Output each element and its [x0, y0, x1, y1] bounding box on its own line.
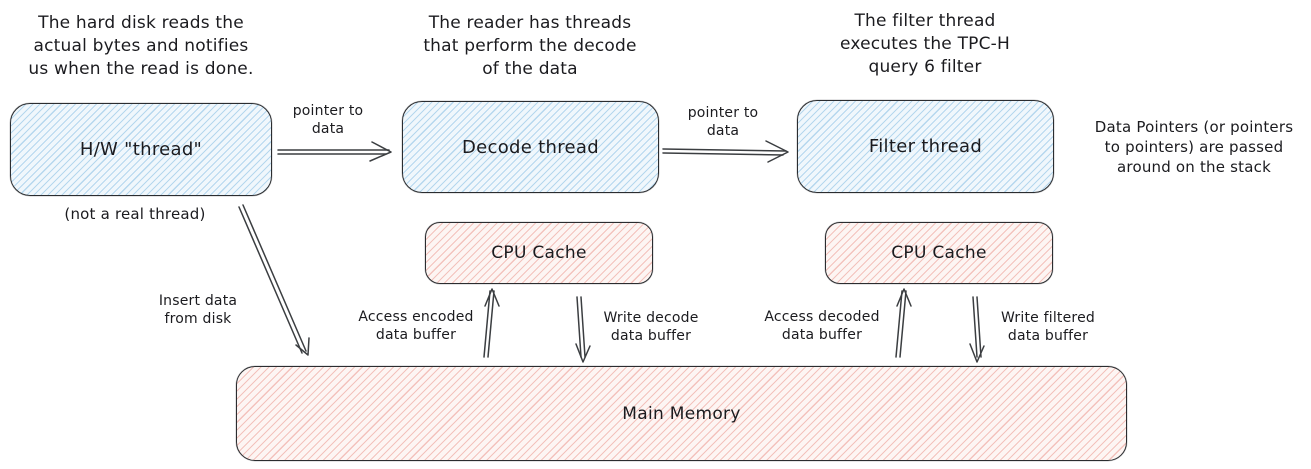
note-filter: The filter thread executes the TPC-H que… [840, 11, 1010, 77]
edge-label-access-encoded: Access encoded data buffer [358, 309, 474, 343]
filter-thread-label: Filter thread [868, 136, 983, 157]
filter-thread-box: Filter thread [797, 100, 1054, 193]
note-not-real-thread: (not a real thread) [64, 205, 206, 223]
arrow-cache-left-to-memory [575, 296, 591, 363]
hw-thread-box: H/W "thread" [10, 103, 272, 196]
arrow-cache-right-to-memory [969, 296, 985, 363]
arrow-memory-to-cache-left [483, 288, 500, 358]
edge-label-write-filtered: Write filtered data buffer [1001, 310, 1095, 344]
main-memory-box: Main Memory [236, 366, 1127, 461]
arrow-hw-to-decode [277, 141, 392, 162]
edge-label-access-decoded: Access decoded data buffer [764, 309, 880, 343]
note-reader: The reader has threads that perform the … [423, 13, 637, 79]
arrow-hw-to-memory [238, 204, 310, 356]
note-hard-disk: The hard disk reads the actual bytes and… [28, 13, 254, 79]
note-data-pointers: Data Pointers (or pointers to pointers) … [1094, 118, 1294, 176]
cpu-cache-left-box: CPU Cache [425, 222, 653, 284]
cpu-cache-right-label: CPU Cache [891, 243, 987, 263]
decode-thread-label: Decode thread [462, 136, 599, 158]
cpu-cache-left-label: CPU Cache [491, 243, 587, 263]
edge-label-pointer-to-data-left: pointer to data [292, 103, 364, 137]
main-memory-label: Main Memory [622, 403, 741, 424]
hw-thread-label: H/W "thread" [79, 139, 203, 160]
edge-label-insert-data: Insert data from disk [158, 293, 238, 327]
cpu-cache-right-box: CPU Cache [825, 222, 1053, 284]
arrow-memory-to-cache-right [895, 288, 912, 358]
decode-thread-box: Decode thread [402, 101, 659, 193]
edge-label-pointer-to-data-right: pointer to data [687, 105, 759, 139]
arrow-decode-to-filter [662, 140, 789, 163]
edge-label-write-decode: Write decode data buffer [603, 310, 699, 344]
